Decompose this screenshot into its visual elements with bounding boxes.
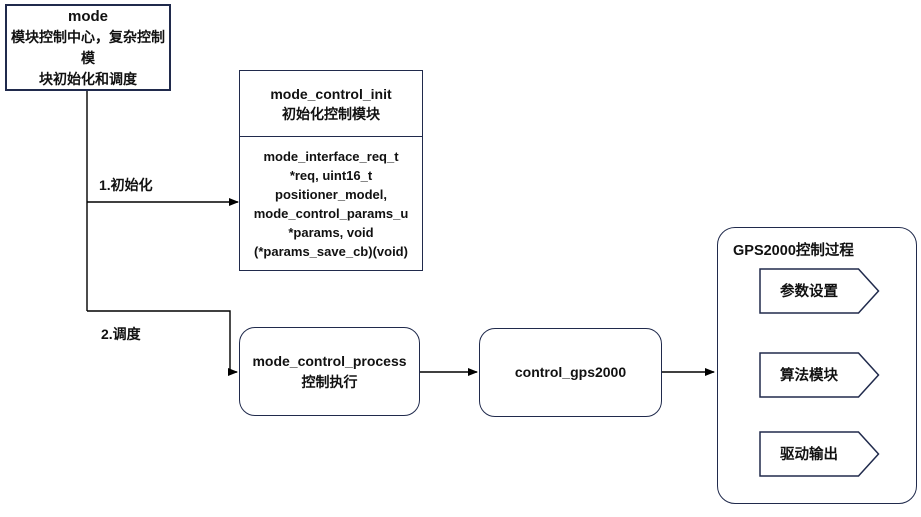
node-mode-control-init-subtitle: 初始化控制模块 [282, 105, 380, 122]
node-mode-control-init-header: mode_control_init 初始化控制模块 [240, 71, 422, 137]
node-mode-control-init-title: mode_control_init [270, 85, 392, 102]
signature-line: positioner_model, [275, 186, 387, 202]
pentagon-shape [759, 268, 880, 314]
step-param-setting: 参数设置 [759, 268, 880, 314]
signature-line: mode_control_params_u [253, 205, 409, 221]
node-mode-desc-line1: 模块控制中心，复杂控制模 [11, 28, 165, 66]
signature-line: (*params_save_cb)(void) [254, 243, 408, 259]
step-label: 算法模块 [780, 368, 838, 384]
node-mode-control-process-subtitle: 控制执行 [301, 373, 358, 390]
step-algorithm-module: 算法模块 [759, 352, 880, 398]
pentagon-shape [759, 431, 880, 477]
signature-line: mode_interface_req_t [263, 148, 399, 164]
node-mode-control-process: mode_control_process 控制执行 [239, 327, 420, 416]
edge-label-schedule: 2.调度 [101, 326, 141, 342]
group-gps2000-title: GPS2000控制过程 [733, 243, 854, 259]
node-mode-control-init: mode_control_init 初始化控制模块 mode_interface… [239, 70, 423, 271]
group-gps2000-process: GPS2000控制过程 参数设置 算法模块 驱动输出 [717, 227, 917, 504]
step-label: 驱动输出 [780, 447, 838, 463]
node-mode: mode 模块控制中心，复杂控制模 块初始化和调度 [5, 4, 171, 91]
node-mode-desc-line2: 块初始化和调度 [39, 70, 137, 87]
node-mode-title: mode [67, 7, 108, 25]
node-control-gps2000: control_gps2000 [479, 328, 662, 417]
pentagon-shape [759, 352, 880, 398]
signature-line: *req, uint16_t [289, 167, 373, 183]
node-mode-control-init-signature: mode_interface_req_t *req, uint16_t posi… [240, 137, 422, 270]
node-control-gps2000-title: control_gps2000 [514, 364, 627, 380]
signature-line: *params, void [288, 224, 374, 240]
edge-label-init: 1.初始化 [99, 177, 153, 193]
node-mode-control-process-title: mode_control_process [252, 352, 407, 369]
step-drive-output: 驱动输出 [759, 431, 880, 477]
step-label: 参数设置 [780, 284, 838, 300]
